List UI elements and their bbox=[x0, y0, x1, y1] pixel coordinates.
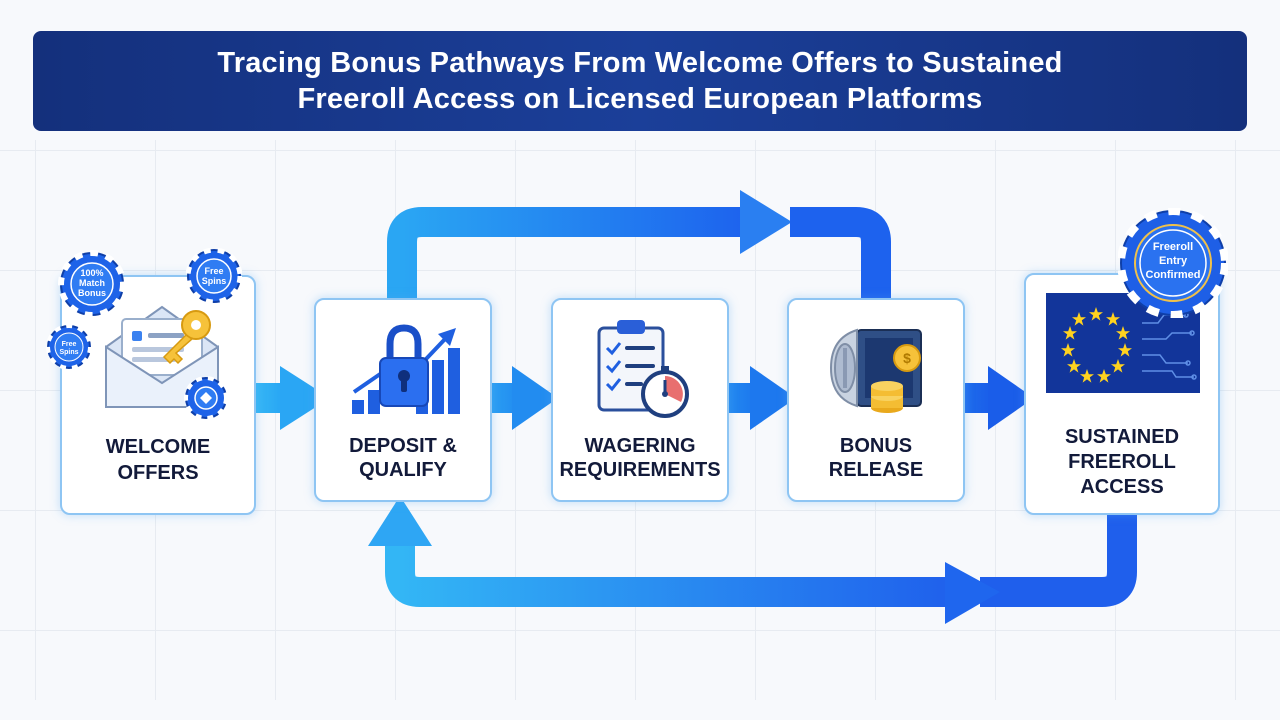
lock-chart-icon bbox=[352, 324, 460, 414]
welcome-label-line-2: OFFERS bbox=[117, 462, 199, 484]
svg-text:100%: 100% bbox=[80, 268, 103, 278]
wagering-label-line-1: WAGERING bbox=[584, 435, 696, 457]
title-line-1: Tracing Bonus Pathways From Welcome Offe… bbox=[217, 47, 1063, 79]
sustained-label-line-1: SUSTAINED bbox=[1064, 426, 1180, 448]
free-spins-chip-icon-right: Free Spins bbox=[186, 248, 242, 304]
bottom-loop-arrowhead bbox=[945, 562, 1000, 624]
free-spins-chip-icon-left: Free Spins bbox=[46, 324, 92, 370]
bottom-loop-arrow bbox=[368, 496, 1137, 624]
checklist-stopwatch-icon bbox=[597, 320, 689, 418]
svg-text:Bonus: Bonus bbox=[78, 288, 106, 298]
top-loop-arrowhead-1 bbox=[740, 190, 792, 254]
sustained-label-line-2: FREEROLL bbox=[1068, 451, 1176, 473]
step-wagering-requirements: WAGERING REQUIREMENTS bbox=[551, 298, 729, 502]
welcome-label-line-1: WELCOME bbox=[105, 436, 211, 458]
wagering-label-line-2: REQUIREMENTS bbox=[559, 459, 721, 481]
vault-coins-icon: $ bbox=[829, 328, 922, 413]
svg-text:Freeroll: Freeroll bbox=[1153, 241, 1193, 253]
title-banner: Tracing Bonus Pathways From Welcome Offe… bbox=[33, 31, 1247, 131]
step-deposit-qualify: DEPOSIT & QUALIFY bbox=[314, 298, 492, 502]
deposit-label-line-2: QUALIFY bbox=[359, 459, 447, 481]
title-line-2: Freeroll Access on Licensed European Pla… bbox=[297, 83, 983, 115]
svg-text:$: $ bbox=[903, 350, 911, 366]
svg-text:Free: Free bbox=[62, 341, 77, 348]
sustained-label-line-3: ACCESS bbox=[1080, 476, 1164, 498]
plain-chip-icon bbox=[184, 376, 228, 420]
svg-text:Spins: Spins bbox=[59, 349, 78, 356]
svg-text:Match: Match bbox=[79, 278, 105, 288]
deposit-label-line-1: DEPOSIT & bbox=[349, 435, 457, 457]
svg-text:Spins: Spins bbox=[202, 276, 227, 286]
bonus-release-label-line-2: RELEASE bbox=[828, 459, 924, 481]
up-arrowhead bbox=[368, 496, 432, 546]
top-loop-arrow bbox=[387, 190, 891, 298]
bonus-release-label-line-1: BONUS bbox=[839, 435, 913, 457]
step-bonus-release: $ BONUS RELEASE bbox=[787, 298, 965, 502]
match-bonus-chip-icon: 100% Match Bonus bbox=[58, 250, 126, 318]
freeroll-entry-badge-icon: Freeroll Entry Confirmed bbox=[1118, 208, 1228, 318]
svg-text:Entry: Entry bbox=[1159, 255, 1188, 267]
svg-text:Free: Free bbox=[204, 266, 223, 276]
svg-text:Confirmed: Confirmed bbox=[1146, 269, 1201, 281]
